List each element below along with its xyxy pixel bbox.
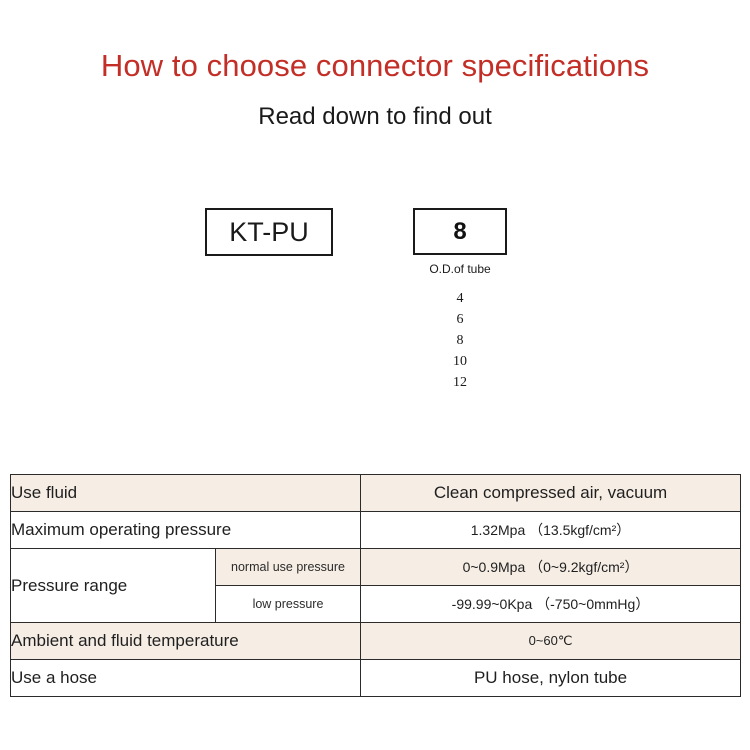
od-caption-label: O.D.of tube xyxy=(429,262,491,276)
od-option-list: 4 6 8 10 12 xyxy=(400,288,520,393)
series-code-box: KT-PU xyxy=(205,208,333,256)
table-row: Use fluid Clean compressed air, vacuum xyxy=(9,474,742,512)
spec-label: Maximum operating pressure xyxy=(9,511,362,549)
od-option: 6 xyxy=(456,312,464,327)
spec-label: Use fluid xyxy=(9,474,362,512)
od-code-value: 8 xyxy=(453,217,467,245)
spec-value: 0~60℃ xyxy=(360,622,742,660)
od-option: 10 xyxy=(453,354,467,369)
od-option: 8 xyxy=(456,333,464,348)
specification-table: Use fluid Clean compressed air, vacuum M… xyxy=(9,474,742,697)
page-subtitle: Read down to find out xyxy=(258,103,492,130)
od-option: 4 xyxy=(456,291,464,306)
table-row: low pressure -99.99~0Kpa （-750~0mmHg） xyxy=(11,585,742,623)
page-title: How to choose connector specifications xyxy=(100,48,650,83)
table-row: Ambient and fluid temperature 0~60℃ xyxy=(9,622,742,660)
spec-label-pressure-range: Pressure range xyxy=(10,548,216,623)
spec-sub-label: normal use pressure xyxy=(214,548,362,586)
spec-label: Ambient and fluid temperature xyxy=(9,622,362,660)
spec-value: -99.99~0Kpa （-750~0mmHg） xyxy=(360,585,742,623)
table-row: Use a hose PU hose, nylon tube xyxy=(9,659,742,697)
spec-label: Use a hose xyxy=(9,659,362,697)
od-option: 12 xyxy=(453,375,467,390)
spec-value: PU hose, nylon tube xyxy=(360,659,742,697)
table-row: Pressure range normal use pressure 0~0.9… xyxy=(10,548,742,623)
od-code-box: 8 xyxy=(413,208,507,255)
spec-value: 1.32Mpa （13.5kgf/cm²） xyxy=(360,511,742,549)
spec-sub-label: low pressure xyxy=(214,585,362,623)
table-row: Maximum operating pressure 1.32Mpa （13.5… xyxy=(9,511,742,549)
spec-value: 0~0.9Mpa （0~9.2kgf/cm²） xyxy=(360,548,742,586)
spec-value: Clean compressed air, vacuum xyxy=(360,474,742,512)
series-code-value: KT-PU xyxy=(229,216,309,247)
